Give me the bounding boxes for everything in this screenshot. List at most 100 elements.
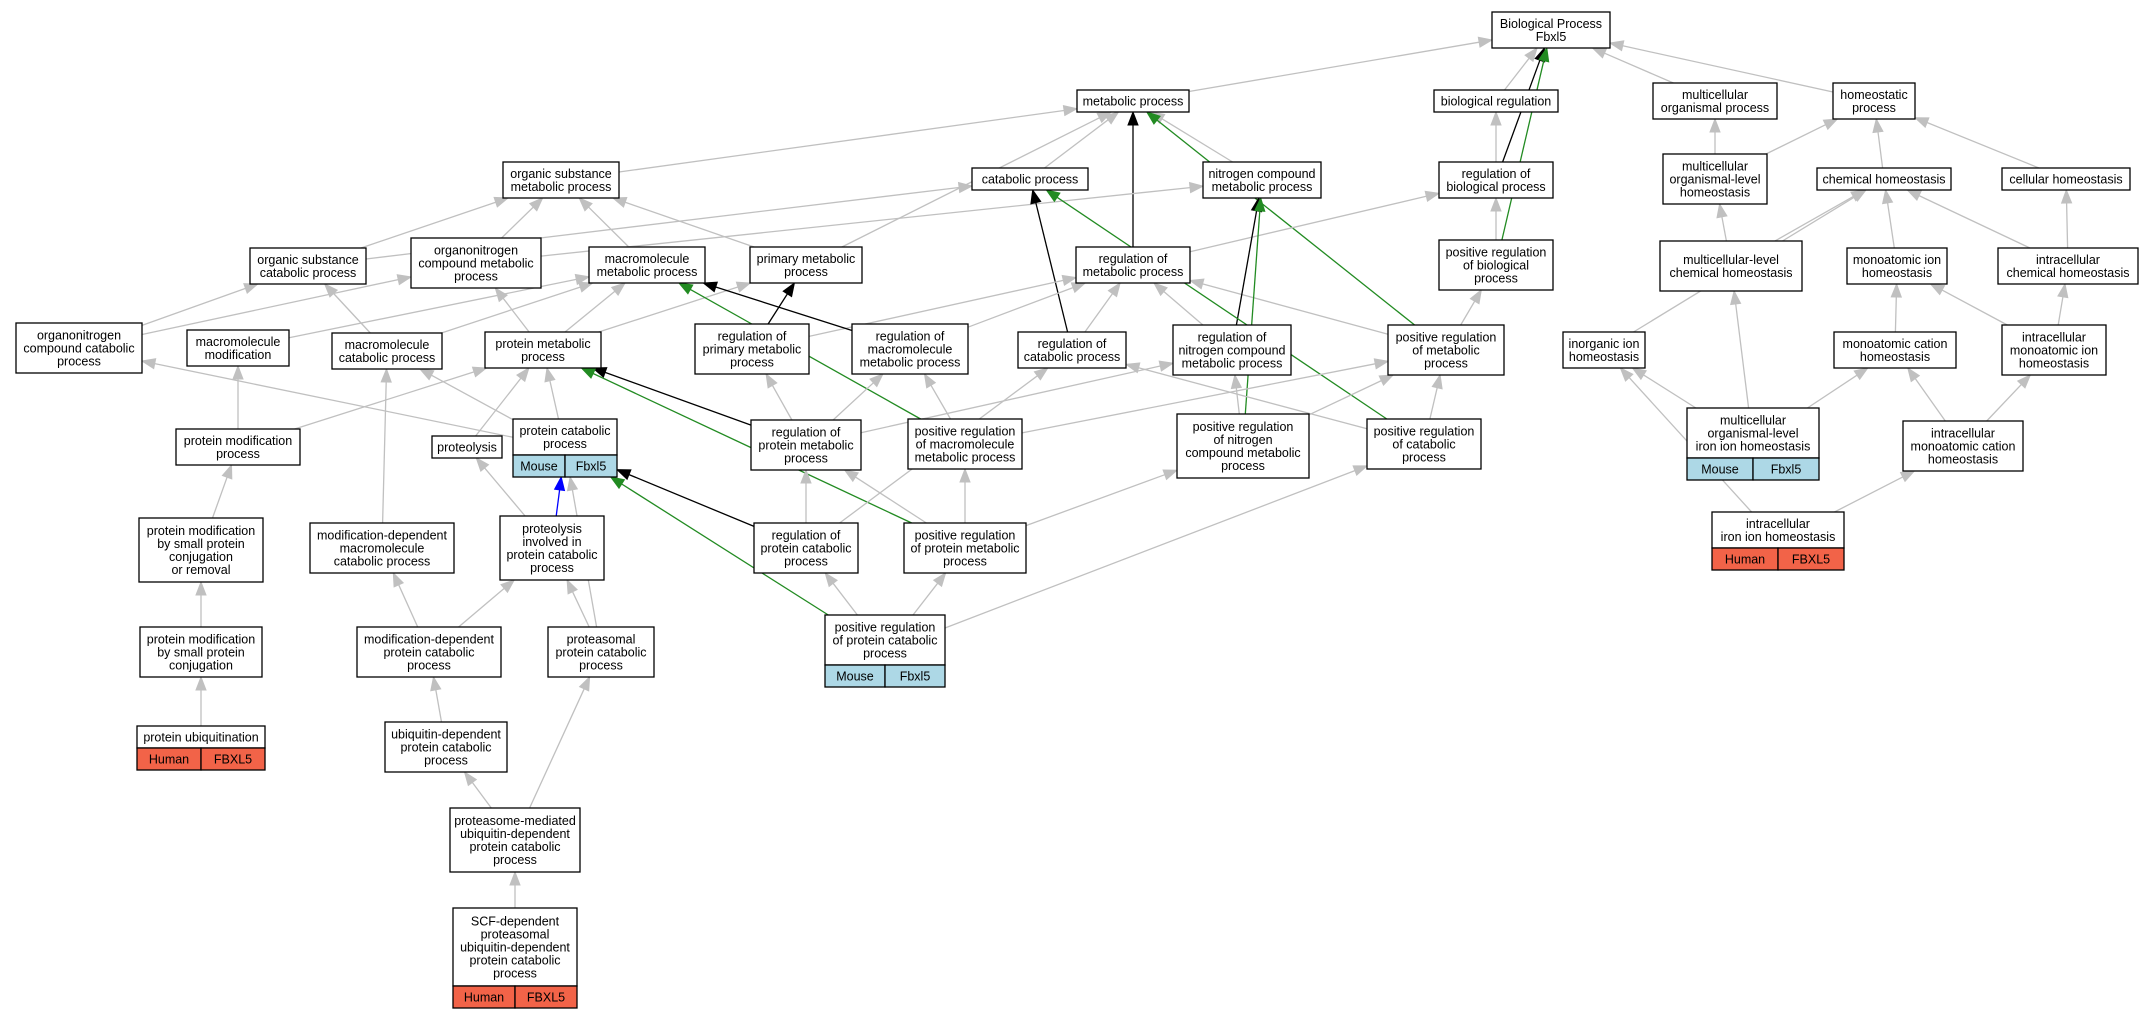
term-node-scf[interactable]: SCF-dependentproteasomalubiquitin-depend…	[452, 907, 578, 1009]
edge-arrowhead	[1096, 111, 1113, 124]
term-label-line: or removal	[171, 563, 230, 577]
term-box	[1491, 11, 1611, 49]
term-node-chemhomeo[interactable]: chemical homeostasis	[1816, 167, 1952, 191]
gene-label: Fbxl5	[900, 670, 931, 684]
term-label-line: iron ion homeostasis	[1696, 440, 1811, 454]
term-node-moddepmacro[interactable]: modification-dependentmacromoleculecatab…	[309, 522, 455, 574]
term-node-proteasomemed[interactable]: proteasome-mediatedubiquitin-dependentpr…	[449, 807, 581, 873]
edge-arrowhead	[1906, 366, 1921, 383]
edge-is-a	[141, 278, 399, 336]
term-label-line: of nitrogen	[1213, 433, 1272, 447]
term-node-catab[interactable]: catabolic process	[971, 167, 1089, 191]
term-box	[1076, 89, 1190, 113]
term-node-cellhomeo[interactable]: cellular homeostasis	[2001, 167, 2131, 191]
edge-is-a	[529, 688, 585, 809]
term-box	[1433, 89, 1559, 113]
edge-arrowhead	[1124, 362, 1141, 374]
term-label-line: SCF-dependent	[471, 915, 560, 929]
term-label-line: protein catabolic	[555, 646, 646, 660]
term-label-line: proteasomal	[567, 633, 636, 647]
term-label-line: homeostasis	[2019, 357, 2089, 371]
term-label-line: biological regulation	[1441, 95, 1552, 109]
term-label-line: catabolic process	[260, 266, 357, 280]
edge-is-a	[360, 201, 496, 249]
term-label-line: conjugation	[169, 550, 233, 564]
term-label-line: intracellular	[2036, 253, 2100, 267]
term-label-line: protein modification	[184, 434, 292, 448]
edge-arrowhead	[1152, 282, 1168, 297]
edge-arrowhead	[1373, 358, 1390, 370]
term-label-line: homeostasis	[1569, 350, 1639, 364]
term-node-biolreg[interactable]: biological regulation	[1433, 89, 1559, 113]
term-node-metab[interactable]: metabolic process	[1076, 89, 1190, 113]
edge-arrowhead	[843, 469, 860, 483]
term-label-line: catabolic process	[334, 555, 431, 569]
term-label-line: protein catabolic	[469, 840, 560, 854]
term-label-line: ubiquitin-dependent	[460, 827, 570, 841]
edge-arrowhead	[1524, 46, 1538, 63]
term-box	[1832, 82, 1916, 120]
term-label-line: homeostatic	[1840, 88, 1907, 102]
term-label-line: primary metabolic	[757, 252, 856, 266]
term-box	[694, 323, 810, 375]
term-label-line: positive regulation	[1374, 425, 1475, 439]
term-label-line: macromolecule	[605, 252, 690, 266]
term-box	[331, 332, 443, 370]
term-label-line: process	[943, 555, 987, 569]
edge-is-a	[1235, 387, 1240, 415]
edge-is-a	[398, 584, 419, 628]
edge-is-a	[912, 582, 939, 616]
term-label-line: monoatomic ion	[1853, 253, 1941, 267]
term-node-proteolysis[interactable]: proteolysis	[431, 435, 503, 459]
species-label: Mouse	[836, 670, 874, 684]
